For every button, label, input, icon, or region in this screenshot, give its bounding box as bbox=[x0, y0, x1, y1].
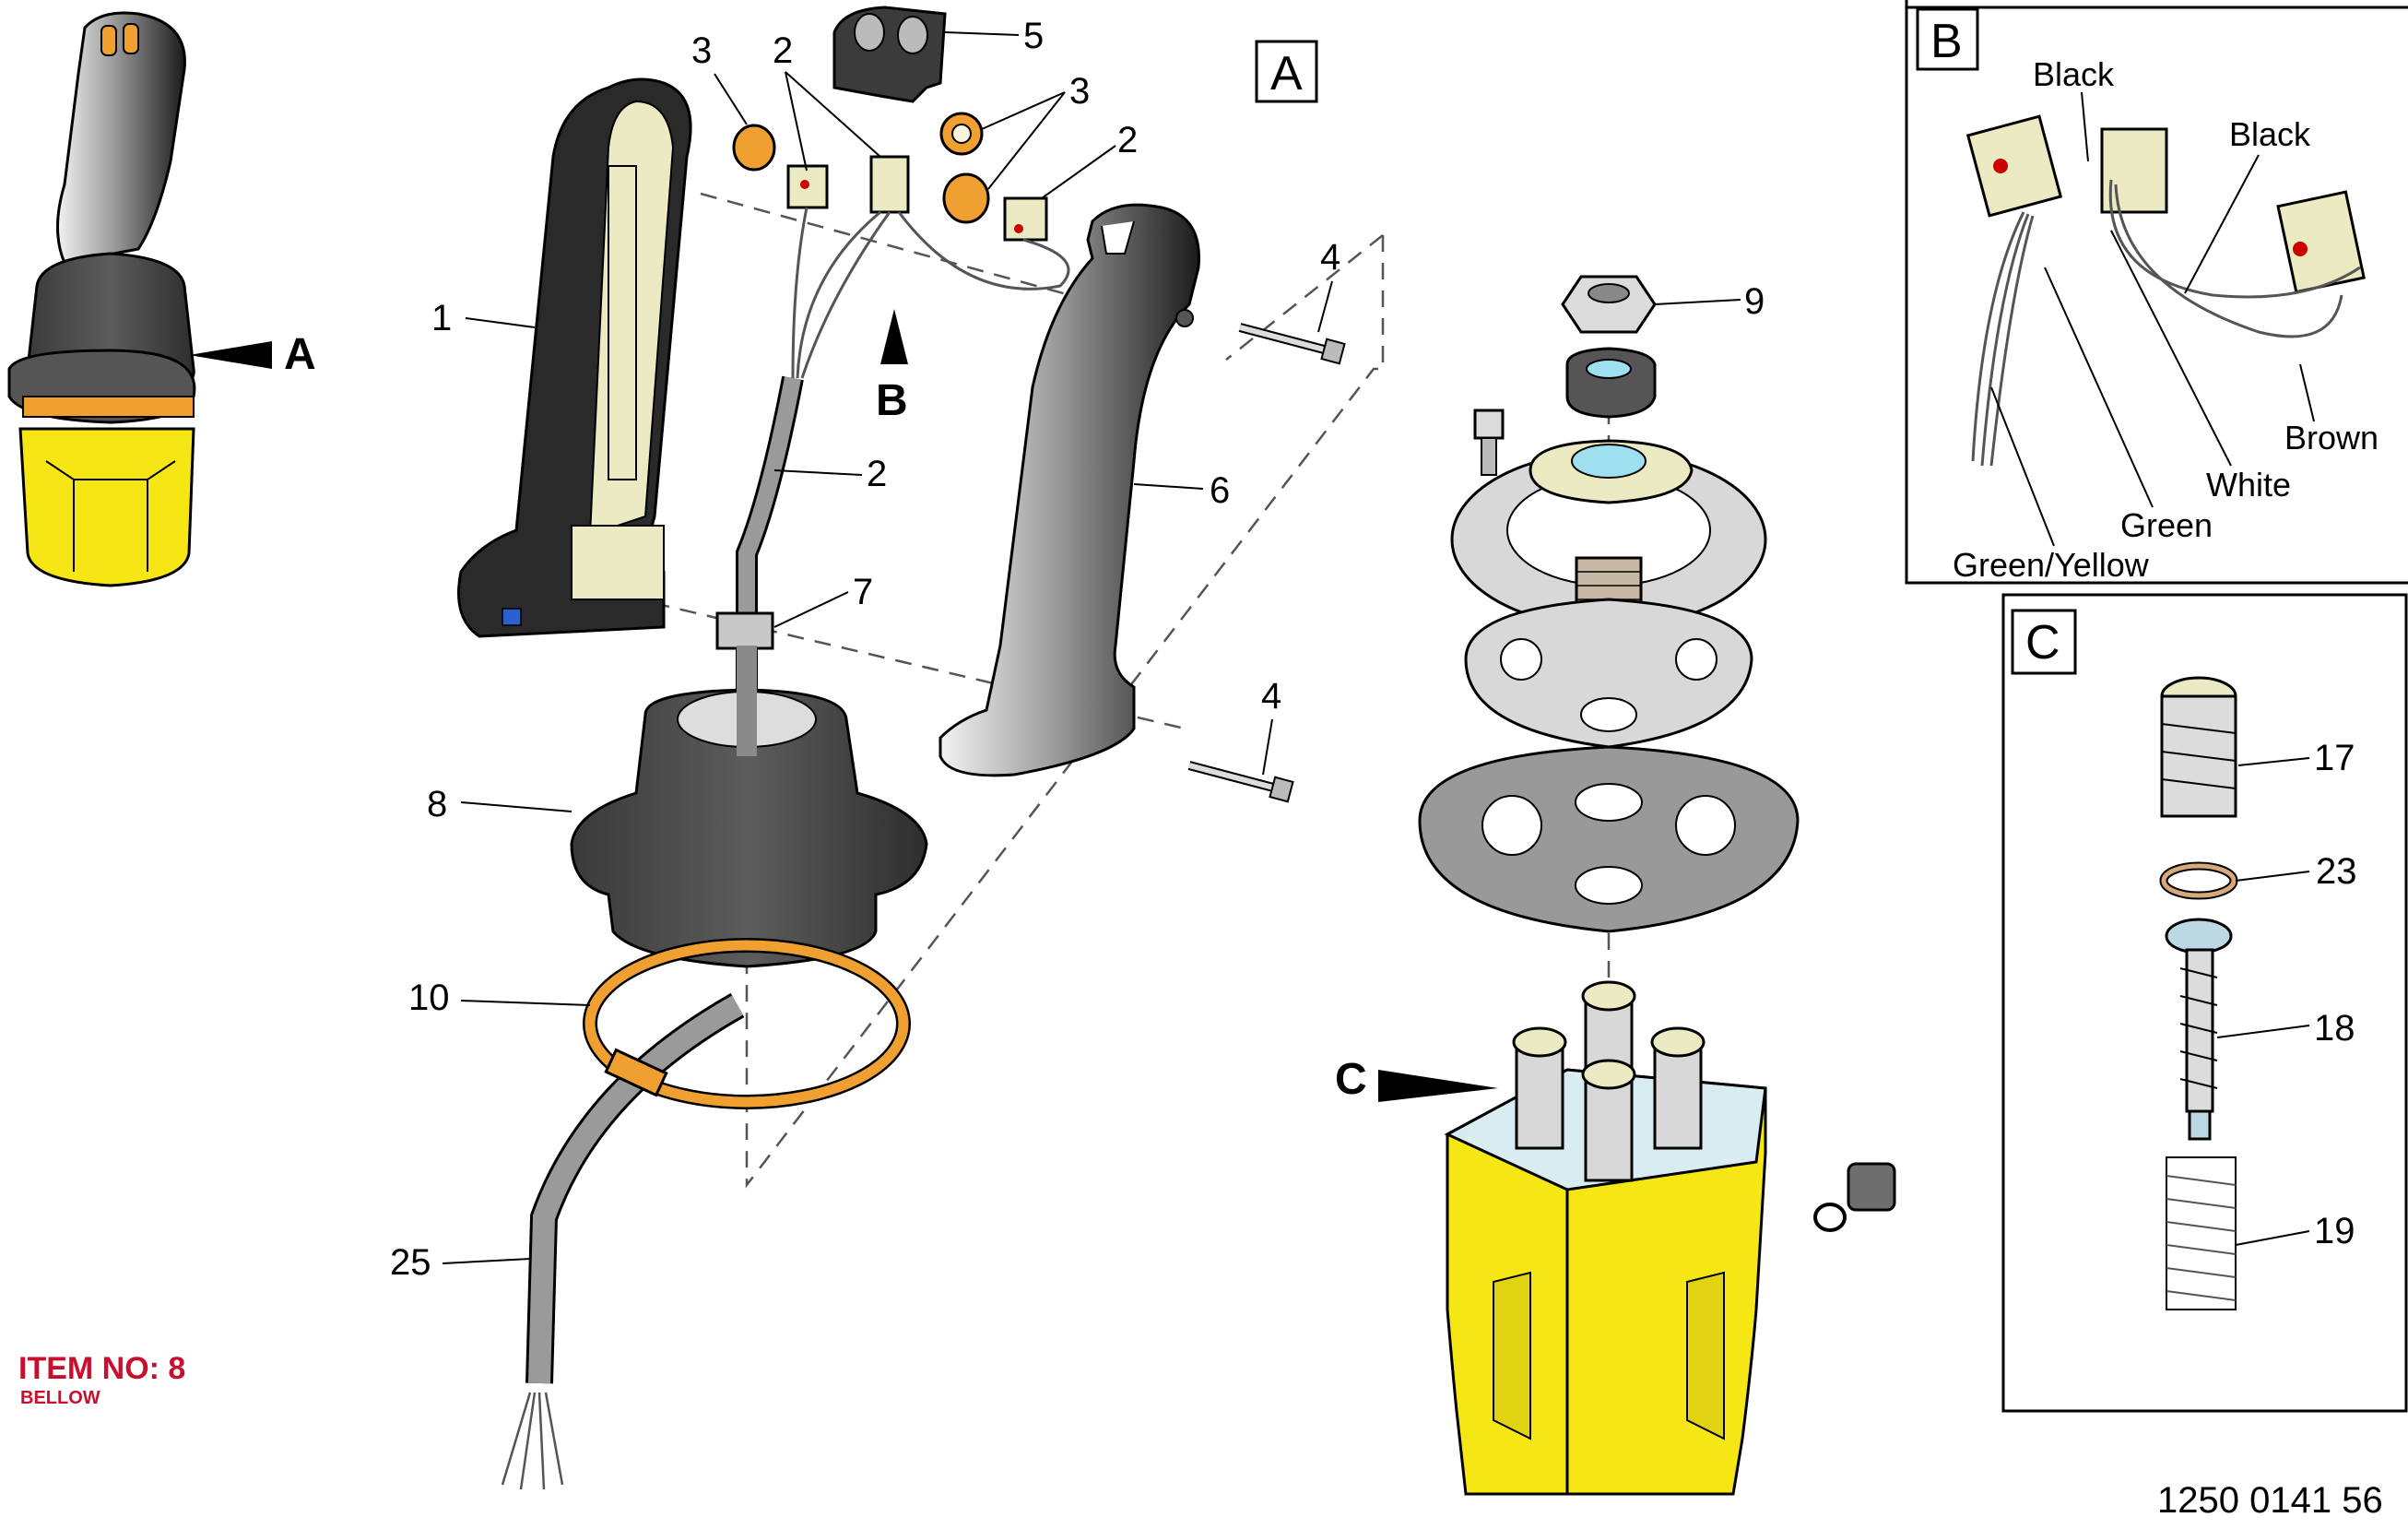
callout-8: 8 bbox=[427, 784, 447, 824]
detail-c-panel: C bbox=[2001, 593, 2408, 1413]
wire-black-top: Black bbox=[2033, 55, 2115, 93]
callout-3-b: 3 bbox=[1069, 71, 1090, 112]
handle-right-half bbox=[938, 203, 1200, 777]
callouts: 1 2 2 2 3 3 5 4 4 6 7 8 9 10 17 23 18 bbox=[390, 16, 2357, 1283]
switch-wires bbox=[791, 207, 1070, 379]
pointer-c-label: C bbox=[1335, 1055, 1367, 1104]
bottom-plate bbox=[1418, 745, 1800, 933]
callout-1: 1 bbox=[431, 298, 452, 338]
pointer-a-label: A bbox=[284, 330, 316, 379]
view-c-box bbox=[2011, 609, 2077, 675]
spring-stack bbox=[1512, 980, 1706, 1182]
push-buttons-3 bbox=[732, 112, 990, 224]
wire-green: Green bbox=[2120, 506, 2213, 544]
valve-body bbox=[1444, 980, 1896, 1496]
hex-bolt bbox=[1473, 409, 1505, 476]
view-b-label: B bbox=[1930, 15, 1963, 68]
callout-19: 19 bbox=[2314, 1211, 2355, 1251]
lock-nut bbox=[1565, 347, 1657, 419]
callout-18: 18 bbox=[2314, 1008, 2355, 1049]
wire-green-yellow: Green/Yellow bbox=[1953, 546, 2150, 584]
pointer-c-arrow bbox=[1378, 1070, 1498, 1102]
callout-2-a: 2 bbox=[773, 30, 793, 71]
item-number: ITEM NO: 8 bbox=[18, 1351, 185, 1386]
callout-2-b: 2 bbox=[1117, 120, 1138, 160]
item-name: BELLOW bbox=[20, 1388, 100, 1408]
callout-5: 5 bbox=[1023, 16, 1044, 56]
callout-17: 17 bbox=[2314, 738, 2355, 778]
callout-9: 9 bbox=[1744, 281, 1765, 322]
callout-7: 7 bbox=[853, 572, 873, 612]
drawing-number: 1250 0141 56 bbox=[2157, 1480, 2383, 1521]
nut-part-9 bbox=[1561, 275, 1657, 334]
screw-upper bbox=[1238, 323, 1346, 365]
callout-23: 23 bbox=[2316, 851, 2357, 892]
pointer-a-arrow bbox=[189, 341, 272, 369]
clamp-band-part-10 bbox=[583, 938, 911, 1109]
wire-black-right: Black bbox=[2229, 115, 2311, 153]
callout-3-a: 3 bbox=[691, 30, 712, 71]
wire-brown: Brown bbox=[2284, 419, 2378, 456]
callout-25: 25 bbox=[390, 1242, 431, 1283]
callout-6: 6 bbox=[1210, 470, 1230, 511]
middle-plate bbox=[1464, 598, 1753, 749]
bellow-part-8 bbox=[570, 646, 928, 968]
screw-lower bbox=[1187, 761, 1294, 803]
view-c-label: C bbox=[2025, 616, 2060, 670]
cover-part-5 bbox=[832, 6, 947, 103]
view-a-box bbox=[1255, 40, 1318, 103]
assembled-joystick bbox=[7, 11, 196, 587]
callout-2-c: 2 bbox=[867, 454, 887, 494]
view-a-label: A bbox=[1270, 47, 1303, 101]
cable bbox=[501, 375, 804, 1490]
pointer-b-label: B bbox=[876, 376, 908, 425]
wire-white: White bbox=[2206, 466, 2291, 504]
micro-switches-2 bbox=[786, 155, 1048, 242]
view-b-box bbox=[1916, 7, 1979, 71]
pointer-b-arrow bbox=[880, 309, 908, 364]
handle-left-half bbox=[457, 77, 692, 638]
callout-4-b: 4 bbox=[1261, 676, 1281, 717]
callout-10: 10 bbox=[408, 978, 450, 1018]
top-plate bbox=[1450, 439, 1767, 629]
detail-b-panel: B bbox=[1905, 0, 2408, 585]
callout-4-a: 4 bbox=[1320, 237, 1340, 278]
